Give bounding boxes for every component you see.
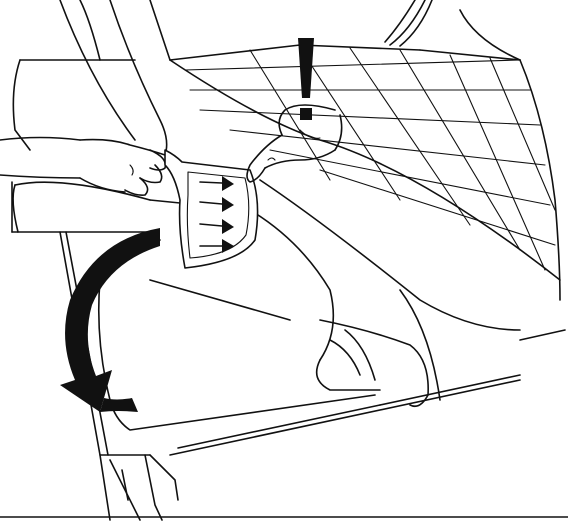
right-hand-pointing — [247, 105, 342, 182]
exclamation-mark-icon — [298, 38, 314, 120]
left-hand — [0, 0, 167, 195]
curved-arrow-down-icon — [60, 228, 160, 412]
fabric-flap — [165, 150, 258, 268]
sofa-backrest — [13, 0, 520, 150]
